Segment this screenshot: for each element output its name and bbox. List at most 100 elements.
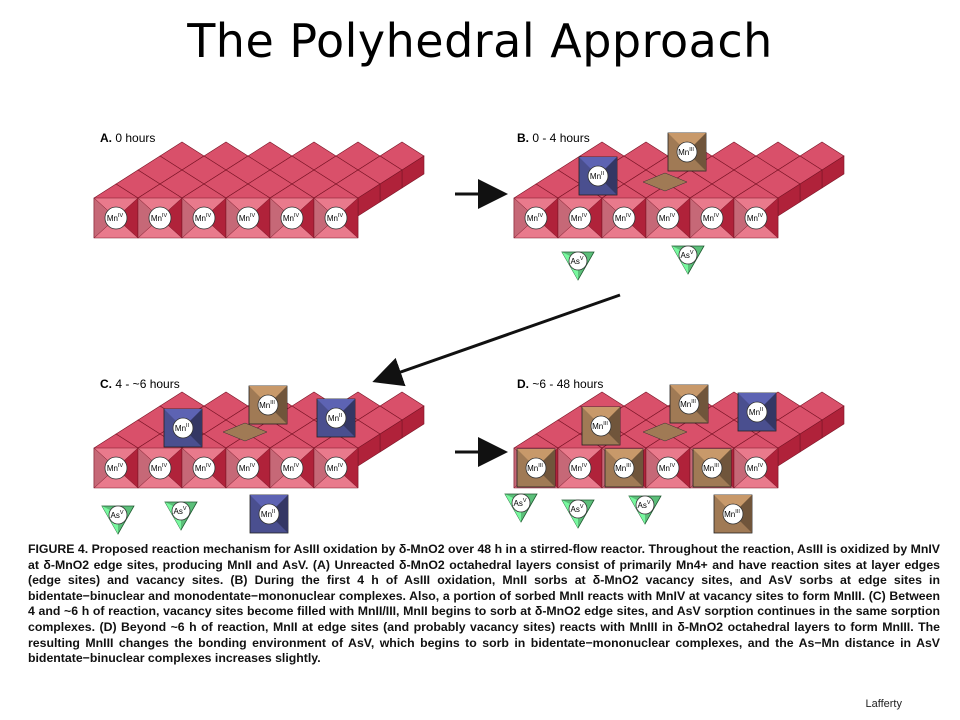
panel-b-letter: B. [517,131,529,145]
atom-circle [280,456,304,480]
atom-circle [148,206,172,230]
atom-label: MnIV [615,213,632,223]
panel-d-mn2: MnII [737,392,777,432]
vacancy-site [222,422,268,442]
atom-circle [568,499,588,519]
panel-c-as5-1: AsV [101,505,135,535]
panel-c-mn2-3: MnII [249,494,289,534]
atom-circle [257,394,279,416]
atom-circle [722,503,744,525]
atom-label: MnIII [680,399,696,409]
atom-circle [587,165,609,187]
panel-d-letter: D. [517,377,529,391]
panel-d-as5-2: AsV [561,499,595,529]
atom-label: MnIV [571,463,588,473]
atom-label: AsV [680,250,693,260]
atom-label: MnIV [327,213,344,223]
atom-circle [525,457,547,479]
atom-circle [108,505,128,525]
atom-label: MnIV [327,463,344,473]
panel-d-as5-3: AsV [628,495,662,525]
panel-a-time: 0 hours [115,131,156,145]
panel-b-as5-1: AsV [561,251,595,281]
atom-circle [104,456,128,480]
atom-circle [656,206,680,230]
atom-circle [511,493,531,513]
atom-label: AsV [637,500,650,510]
atom-label: MnIV [151,213,168,223]
atom-circle [568,251,588,271]
atom-circle [324,456,348,480]
atom-circle [568,206,592,230]
atom-label: MnIV [703,213,720,223]
figure-caption: FIGURE 4. Proposed reaction mechanism fo… [28,542,940,666]
atom-circle [678,393,700,415]
panel-d-mn3-4: MnIII [604,448,644,488]
atom-circle [700,206,724,230]
atom-circle [676,141,698,163]
panel-d-mn3-1: MnIII [581,406,621,446]
atom-label: MnIV [659,213,676,223]
atom-label: MnIII [527,463,543,473]
atom-circle [172,417,194,439]
atom-label: AsV [110,510,123,520]
atom-label: MnII [261,509,276,519]
panel-c-mn2-2: MnII [316,398,356,438]
panel-d-label: D. ~6 - 48 hours [517,377,603,391]
atom-circle [744,206,768,230]
atom-circle [590,415,612,437]
atom-circle [524,206,548,230]
atom-circle [746,401,768,423]
panel-c-label: C. 4 - ~6 hours [100,377,180,391]
panel-c-as5-2: AsV [164,501,198,531]
atom-circle [104,206,128,230]
panel-a-letter: A. [100,131,112,145]
panel-c-mn2-1: MnII [163,408,203,448]
atom-label: MnIII [678,147,694,157]
atom-circle [568,456,592,480]
panel-c-time: 4 - ~6 hours [115,377,180,391]
atom-circle [635,495,655,515]
atom-label: MnII [328,413,343,423]
slide-title: The Polyhedral Approach [187,14,773,68]
atom-label: AsV [570,256,583,266]
atom-label: MnIII [724,509,740,519]
atom-circle [280,206,304,230]
atom-circle [613,457,635,479]
panel-c-letter: C. [100,377,112,391]
atom-label: MnIV [283,213,300,223]
atom-circle [701,457,723,479]
panel-b-mn2: MnII [578,156,618,196]
author-credit: Lafferty [865,698,903,710]
vacancy-site [642,172,688,192]
atom-label: MnIV [571,213,588,223]
panel-d-mn3-6: MnIII [713,494,753,534]
atom-circle [324,206,348,230]
panel-d-mn3-2: MnIII [669,384,709,424]
atom-label: AsV [173,506,186,516]
panel-b-as5-2: AsV [671,245,705,275]
atom-label: MnIV [107,463,124,473]
atom-label: MnIV [151,463,168,473]
panel-d-mn3-3: MnIII [516,448,556,488]
panel-b-label: B. 0 - 4 hours [517,131,590,145]
panel-d-as5-1: AsV [504,493,538,523]
atom-label: AsV [570,504,583,514]
panel-b-time: 0 - 4 hours [532,131,590,145]
atom-label: MnIII [592,421,608,431]
arrow-b-to-c [372,293,621,387]
atom-label: MnIV [747,463,764,473]
atom-circle [236,206,260,230]
atom-label: MnIII [259,400,275,410]
atom-label: MnII [175,423,190,433]
atom-circle [656,456,680,480]
atom-label: MnII [749,407,764,417]
atom-circle [258,503,280,525]
atom-label: MnIII [703,463,719,473]
vacancy-site [642,422,688,442]
atom-label: MnIV [747,213,764,223]
atom-circle [612,206,636,230]
